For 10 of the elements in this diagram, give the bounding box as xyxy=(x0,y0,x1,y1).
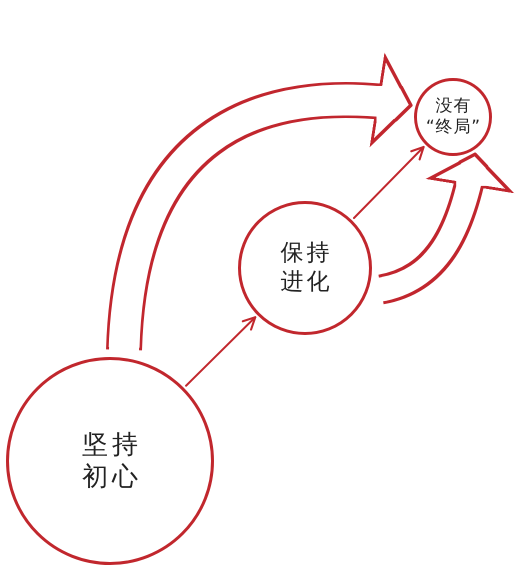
arrow xyxy=(353,146,425,219)
node-label: 保持进化 xyxy=(279,239,334,297)
circle-node xyxy=(414,78,492,156)
circle-node xyxy=(238,201,372,335)
node-label: 没有“终局” xyxy=(425,96,481,138)
block-arrow xyxy=(106,54,415,352)
node-label: 坚持初心 xyxy=(81,428,142,494)
arrow xyxy=(185,316,256,387)
circle-node xyxy=(6,357,214,565)
block-arrow xyxy=(378,150,514,304)
